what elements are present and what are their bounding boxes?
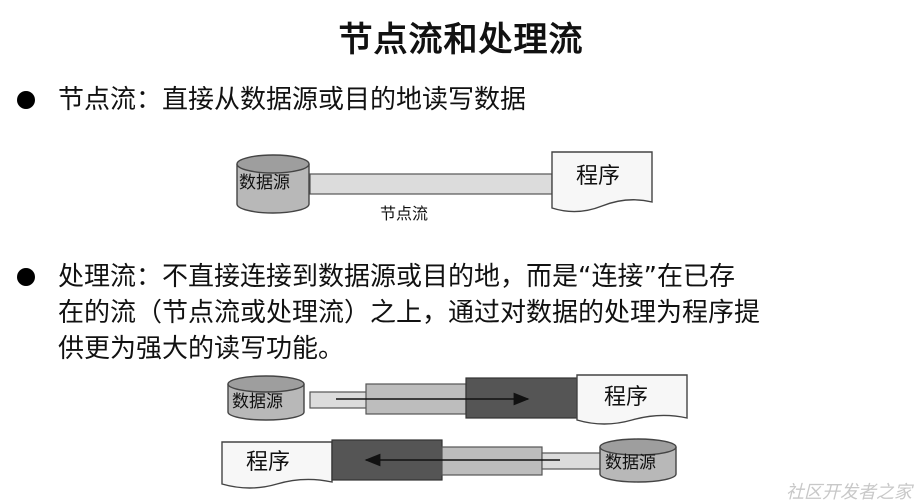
top-thin-pipe — [309, 391, 368, 409]
bullet-dot-2 — [17, 268, 35, 286]
program-label-1: 程序 — [576, 164, 621, 189]
datasource-cylinder-3 — [599, 438, 677, 483]
bullet2-line1: 处理流：不直接连接到数据源或目的地，而是“连接”在已存 — [58, 262, 735, 292]
top-processing-stream — [465, 377, 578, 419]
page-title: 节点流和处理流 — [338, 20, 584, 60]
bullet2-line3: 供更为强大的读写功能。 — [58, 334, 345, 364]
node-stream-label: 节点流 — [380, 204, 429, 223]
datasource-label-2: 数据源 — [232, 392, 283, 412]
watermark: 社区开发者之家 — [786, 482, 912, 503]
bullet-dot-1 — [17, 91, 35, 109]
bullet1-text: 节点流：直接从数据源或目的地读写数据 — [58, 85, 527, 115]
program-document-3 — [221, 441, 333, 489]
datasource-label-1: 数据源 — [239, 173, 290, 193]
program-document-2 — [576, 374, 688, 425]
program-label-2: 程序 — [604, 385, 649, 410]
datasource-cylinder-1 — [236, 154, 310, 214]
datasource-cylinder-2 — [227, 375, 305, 421]
bottom-node-stream — [441, 446, 543, 476]
bottom-thin-pipe — [541, 452, 603, 470]
program-document-1 — [551, 151, 653, 213]
datasource-label-3: 数据源 — [605, 453, 656, 473]
bullet2-line2: 在的流（节点流或处理流）之上，通过对数据的处理为程序提 — [58, 298, 761, 328]
program-label-3: 程序 — [246, 450, 291, 475]
